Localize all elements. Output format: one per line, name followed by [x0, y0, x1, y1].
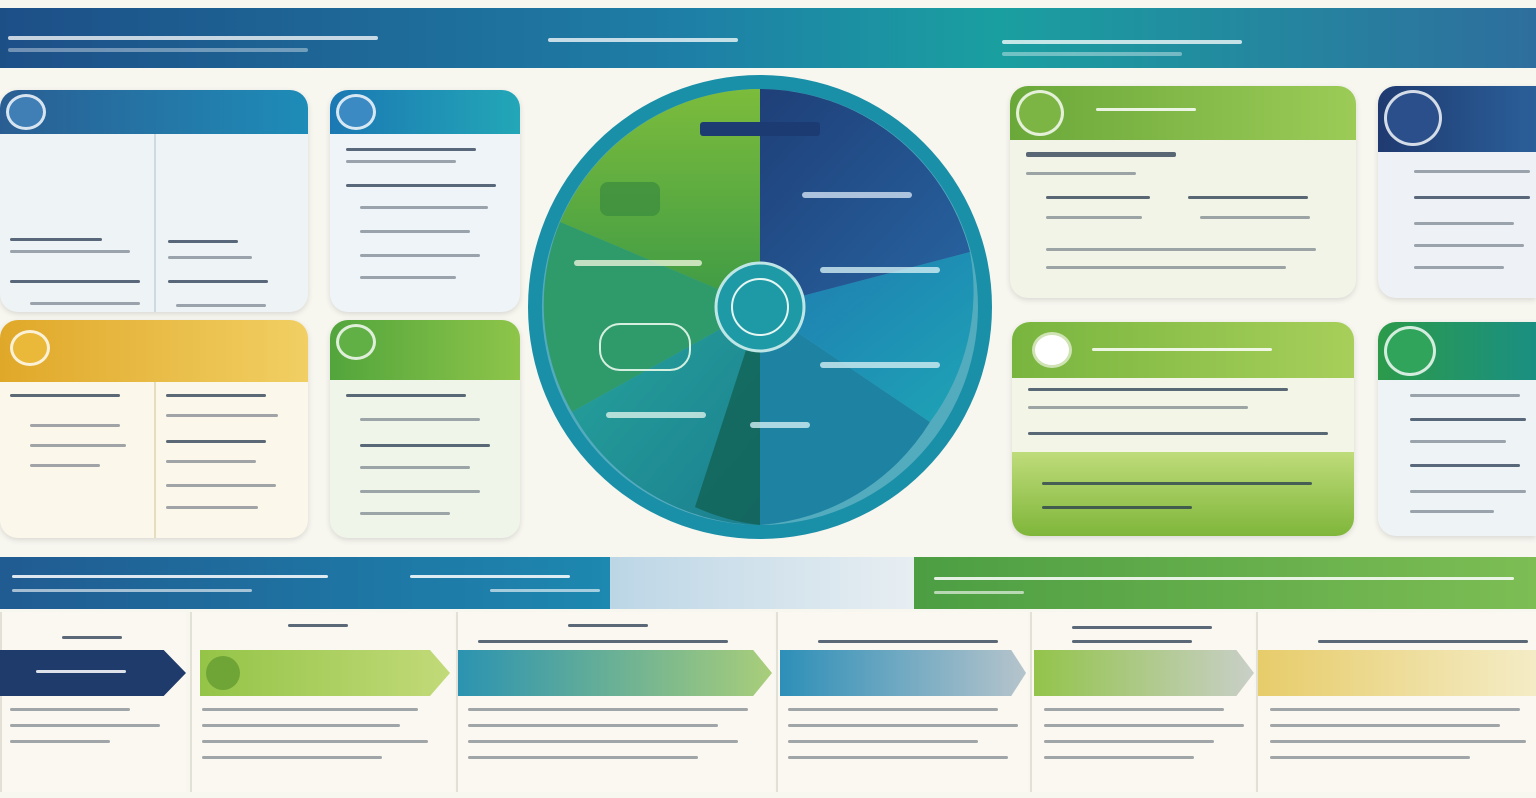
step-6	[1256, 612, 1536, 792]
process-wheel	[528, 75, 992, 539]
card-mid-right	[1012, 322, 1354, 536]
step-5	[1030, 612, 1254, 792]
wheel-segment-2	[543, 222, 760, 412]
card-top-left	[0, 90, 308, 312]
header-banner	[0, 8, 1536, 68]
card-header	[0, 320, 308, 382]
card-top-far-right	[1378, 86, 1536, 298]
divider	[154, 134, 156, 312]
header-text-line	[1002, 40, 1242, 44]
summary-band-left	[0, 557, 610, 609]
header-text-line	[8, 36, 378, 40]
card-header	[1010, 86, 1356, 140]
card-footer	[1012, 452, 1354, 536]
step-3	[456, 612, 774, 792]
wheel-segment-5	[760, 252, 974, 422]
header-text-line	[8, 48, 308, 52]
step-1	[0, 612, 186, 792]
step-arrow-1	[0, 650, 186, 696]
card-mid-far-right	[1378, 322, 1536, 536]
leaf-icon	[1016, 90, 1064, 136]
divider	[154, 382, 156, 538]
card-header	[0, 90, 308, 134]
shield-icon	[1384, 90, 1442, 146]
leaf-icon	[206, 656, 240, 690]
step-2	[190, 612, 454, 792]
card-top-second	[330, 90, 520, 312]
building-icon	[336, 94, 376, 130]
step-arrow-3	[458, 650, 772, 696]
card-mid-left	[0, 320, 308, 538]
summary-band-middle	[610, 557, 914, 609]
card-top-right	[1010, 86, 1356, 298]
wheel-segment-4	[760, 307, 930, 525]
people-icon	[336, 324, 376, 360]
header-text-line	[1002, 52, 1182, 56]
step-4	[776, 612, 1028, 792]
step-arrow-6	[1258, 650, 1536, 696]
document-icon	[6, 94, 46, 130]
summary-band-right	[914, 557, 1536, 609]
chart-icon	[10, 330, 50, 366]
step-arrow-5	[1034, 650, 1254, 696]
header-text-line	[548, 38, 738, 42]
clipboard-icon	[1032, 332, 1072, 368]
step-arrow-4	[780, 650, 1026, 696]
recycle-icon	[1384, 326, 1436, 376]
hub-icon	[714, 261, 806, 353]
step-arrow-2	[200, 650, 450, 696]
card-mid-second	[330, 320, 520, 538]
